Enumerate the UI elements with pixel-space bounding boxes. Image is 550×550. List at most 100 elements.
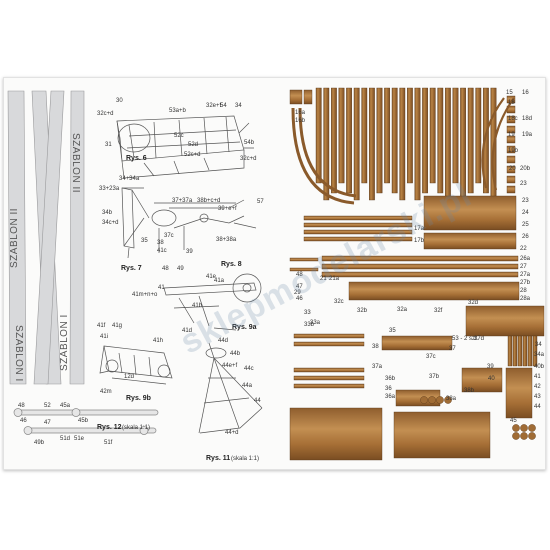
part-label: 44a xyxy=(242,383,253,389)
horizontal-plank xyxy=(303,222,413,228)
small-wood-piece xyxy=(506,135,516,144)
part-label: 34 xyxy=(535,342,542,348)
part-label: 32c+d xyxy=(240,156,257,162)
part-label: 29 xyxy=(294,290,301,296)
part-label: 41m+n+o xyxy=(132,292,158,298)
figure-title-rys7: Rys. 7 xyxy=(121,265,142,272)
part-label: 37c xyxy=(164,233,174,239)
part-label: 48 xyxy=(18,403,25,409)
part-label: 23 xyxy=(522,198,529,204)
rys11-drawing xyxy=(198,342,263,434)
wood-disc xyxy=(428,396,436,404)
vertical-wood-strip xyxy=(414,87,421,201)
horizontal-plank xyxy=(293,383,365,389)
part-label: 34+34a xyxy=(119,176,140,182)
part-label: 16a xyxy=(295,110,306,116)
assembly-drawings xyxy=(99,115,263,434)
part-label: 37d xyxy=(474,336,485,342)
part-label: 52d xyxy=(188,142,199,148)
part-label: 16 xyxy=(522,90,529,96)
figure-scale-rys12: (skala 1:1) xyxy=(122,425,151,431)
part-label: 44 xyxy=(254,398,261,404)
part-label: 41h xyxy=(153,338,164,344)
wood-pieces xyxy=(289,87,545,461)
vertical-wood-strip xyxy=(467,87,474,194)
vertical-wood-strip xyxy=(429,87,436,184)
small-wood-piece xyxy=(506,145,516,154)
wood-disc xyxy=(444,396,452,404)
part-label: 34a xyxy=(534,352,545,358)
part-label: 32c xyxy=(334,299,344,305)
vertical-wood-strip xyxy=(353,87,360,201)
part-label: 37c xyxy=(426,354,436,360)
template-strip-4 xyxy=(69,90,85,385)
part-label: 26a xyxy=(520,256,531,262)
template-strip-1 xyxy=(7,90,27,385)
part-label: 24 xyxy=(522,210,529,216)
wood-disc xyxy=(528,432,536,440)
short-vertical-strip xyxy=(527,335,533,367)
part-label: 15 xyxy=(506,90,513,96)
part-label: 17a xyxy=(414,226,425,232)
part-label: 19b xyxy=(508,148,519,154)
template-strip-3 xyxy=(33,90,65,385)
figure-title-rys6: Rys. 6 xyxy=(126,155,147,162)
thin-rail xyxy=(289,257,319,262)
wide-wood-panel xyxy=(465,305,545,337)
part-label: 52c xyxy=(174,133,184,139)
part-label: 37b xyxy=(429,374,440,380)
part-label: 53a+b xyxy=(169,108,186,114)
template-strips xyxy=(7,90,159,435)
part-label: 37a xyxy=(372,364,383,370)
part-label: 28 xyxy=(520,288,527,294)
part-label: 20 xyxy=(509,166,516,172)
thin-rail xyxy=(289,267,319,272)
part-label: 34b xyxy=(102,210,113,216)
horizontal-plank xyxy=(303,236,413,242)
part-label: 35 xyxy=(141,238,148,244)
vertical-wood-strip xyxy=(391,87,398,194)
part-label: 16b xyxy=(295,118,306,124)
small-wood-piece xyxy=(506,155,516,164)
part-label: 32f xyxy=(434,308,443,314)
part-label: 47 xyxy=(44,420,51,426)
vertical-wood-strip xyxy=(422,87,428,194)
vertical-wood-strip xyxy=(437,87,444,194)
large-wood-panel xyxy=(289,407,383,461)
part-label: 54b xyxy=(244,140,255,146)
part-label: 41i xyxy=(100,334,109,340)
part-label: 32d xyxy=(468,300,479,306)
wood-disc xyxy=(512,424,520,432)
rys8-drawing xyxy=(151,199,257,253)
part-label: 38 xyxy=(157,240,164,246)
part-label: 49 xyxy=(177,266,184,272)
part-label: 19 xyxy=(508,132,515,138)
part-label: 47 xyxy=(296,284,303,290)
part-label: 52c+d xyxy=(184,152,201,158)
part-label: 32b xyxy=(357,308,368,314)
small-wood-piece xyxy=(506,165,516,174)
wood-block xyxy=(289,89,303,105)
vertical-wood-strip xyxy=(452,87,459,184)
part-label: 21a xyxy=(329,276,340,282)
part-label: 38 xyxy=(372,344,379,350)
part-label: 46 xyxy=(20,418,27,424)
rys9a-drawing xyxy=(163,273,262,331)
vertical-wood-strip xyxy=(315,87,322,184)
part-label: 36a xyxy=(385,394,396,400)
part-label: 45b xyxy=(78,418,89,424)
horizontal-plank xyxy=(303,229,413,235)
vertical-wood-strip xyxy=(483,87,489,194)
part-label: 48 xyxy=(296,272,303,278)
part-label: 22 xyxy=(520,246,527,252)
part-label: 45 xyxy=(510,418,517,424)
part-label: 32a xyxy=(397,307,408,313)
part-label: 39+e+f xyxy=(218,206,237,212)
vertical-wood-strip xyxy=(361,87,368,184)
short-vertical-strip xyxy=(512,335,518,367)
vertical-wood-strip xyxy=(323,87,330,201)
wood-panel xyxy=(505,367,533,419)
part-label: 28a xyxy=(520,296,531,302)
part-label: 44b xyxy=(230,351,241,357)
part-label: 38b+c+d xyxy=(197,198,221,204)
